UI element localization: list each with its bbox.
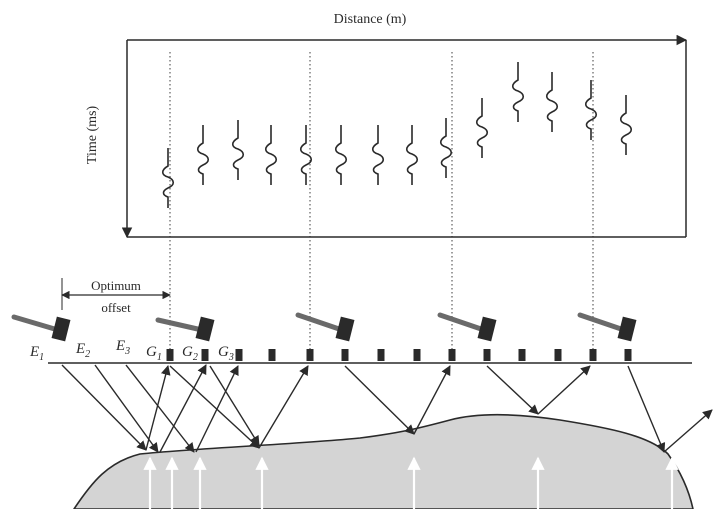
hammer-head [617,316,637,342]
geophone-label-g3: G3 [218,344,234,363]
geophone-marker [235,349,243,361]
seismic-trace [545,72,559,132]
geophone-marker [518,349,526,361]
ray-segment [344,365,415,435]
geophone-marker [306,349,314,361]
ray-segment [145,365,171,451]
geophone-array [166,349,632,361]
hammer-handle [437,312,487,333]
ray-paths [61,364,713,453]
geophone-marker [166,349,174,361]
geophone-label-g1: G1 [146,344,162,363]
ray-segment [663,409,713,453]
hammer-handle [295,312,345,333]
ray-segment [258,365,309,449]
source-label-e1: E1 [29,344,44,363]
offset-label-line1: Optimum [91,278,141,293]
ray-segment [537,365,591,415]
time-axis-label: Time (ms) [85,106,100,165]
hammer-head [477,316,497,342]
seismic-trace [475,98,489,158]
source-label-e2: E2 [75,341,90,360]
hammer-icon [295,312,355,342]
ray-segment [61,364,147,451]
upgoing-wave-arrows [143,456,679,509]
projection-lines [169,52,594,352]
ray-segment [94,364,159,453]
seismic-trace [264,125,278,185]
hammer-handle [577,312,627,333]
geophone-marker [624,349,632,361]
distance-axis-label: Distance (m) [334,12,407,27]
geophone-marker [413,349,421,361]
seismic-trace [511,62,525,122]
seismic-trace [619,95,633,155]
hammer-head [51,316,71,342]
hammer-handle [11,314,61,333]
ray-segment [209,365,260,446]
geophone-marker [589,349,597,361]
seismic-trace [231,120,245,180]
source-label-e3: E3 [115,338,130,357]
optimum-offset-annotation: Optimum offset [61,278,171,315]
ray-segment [159,364,207,453]
geophone-marker [268,349,276,361]
ray-segment [125,364,195,453]
hammer-icon [437,312,497,342]
seismic-trace [584,80,598,140]
geophone-marker [201,349,209,361]
hammer-handle [155,317,205,333]
hammer-icon [155,316,215,342]
ray-segment [413,365,451,435]
geophone-labels: G1 G2 G3 [146,344,234,363]
source-labels: E1 E2 E3 [29,338,130,363]
geophone-marker [341,349,349,361]
offset-label-line2: offset [101,300,131,315]
seismic-trace [196,125,210,185]
ray-segment [627,365,666,453]
seismic-trace [334,125,348,185]
seismic-trace [371,125,385,185]
hammer-head [335,316,355,342]
hammer-icon [577,312,637,342]
geophone-marker [483,349,491,361]
seismic-trace [405,125,419,185]
hammer-sources [11,312,637,342]
geophone-marker [554,349,562,361]
geophone-marker [377,349,385,361]
seismic-traces [161,62,633,208]
geophone-label-g2: G2 [182,344,198,363]
seismic-trace [439,118,453,178]
hammer-head [195,316,215,342]
hammer-icon [11,314,71,342]
ray-segment [169,365,260,449]
refractor-layer [73,413,694,509]
geophone-marker [448,349,456,361]
seismogram-panel: Distance (m) Time (ms) [85,12,688,239]
seismic-trace [161,148,175,208]
ray-segment [486,365,539,415]
seismic-trace [299,125,313,185]
